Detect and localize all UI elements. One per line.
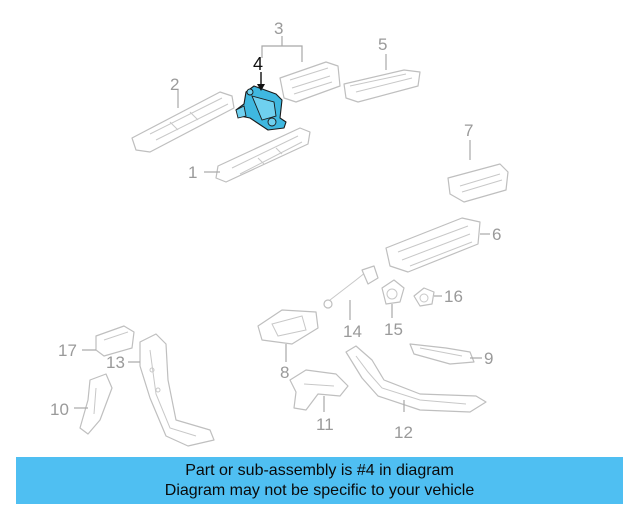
part-14-shape (323, 265, 379, 309)
part-11-shape (289, 369, 349, 411)
callout-2: 2 (170, 75, 179, 94)
part-2-shape (131, 91, 235, 153)
part-7-shape (447, 163, 509, 203)
callout-16: 16 (444, 287, 463, 306)
callout-12: 12 (394, 423, 413, 442)
callout-11: 11 (316, 415, 334, 434)
callout-5: 5 (378, 35, 387, 54)
banner-line-1: Part or sub-assembly is #4 in diagram (185, 461, 454, 479)
callout-4: 4 (253, 54, 263, 74)
callout-8: 8 (280, 363, 289, 382)
part-5-shape (343, 69, 421, 103)
part-6-shape (385, 217, 481, 273)
banner-line-2: Diagram may not be specific to your vehi… (164, 481, 475, 499)
part-16-shape (413, 287, 435, 307)
callout-3: 3 (274, 19, 283, 38)
callout-1: 1 (188, 163, 197, 182)
part-9-shape (409, 343, 475, 365)
part-4-highlighted-shape (235, 85, 287, 131)
callout-14: 14 (343, 322, 362, 341)
part-13-shape (139, 333, 215, 447)
part-17-shape (95, 325, 135, 357)
part-12-shape (345, 345, 487, 413)
callout-9: 9 (484, 349, 493, 368)
callout-13: 13 (106, 353, 125, 372)
part-1-shape (215, 127, 311, 183)
part-10-shape (79, 373, 113, 435)
part-8-shape (257, 309, 319, 345)
callout-7: 7 (464, 121, 473, 140)
callout-15: 15 (384, 320, 403, 339)
parts-diagram: 2 1 3 5 4 7 6 (50, 19, 509, 447)
callout-17: 17 (58, 341, 77, 360)
callout-6: 6 (492, 225, 501, 244)
part-15-shape (381, 279, 405, 305)
callout-10: 10 (50, 400, 69, 419)
part-3-shape (279, 61, 341, 103)
info-banner: Part or sub-assembly is #4 in diagram Di… (16, 457, 623, 504)
